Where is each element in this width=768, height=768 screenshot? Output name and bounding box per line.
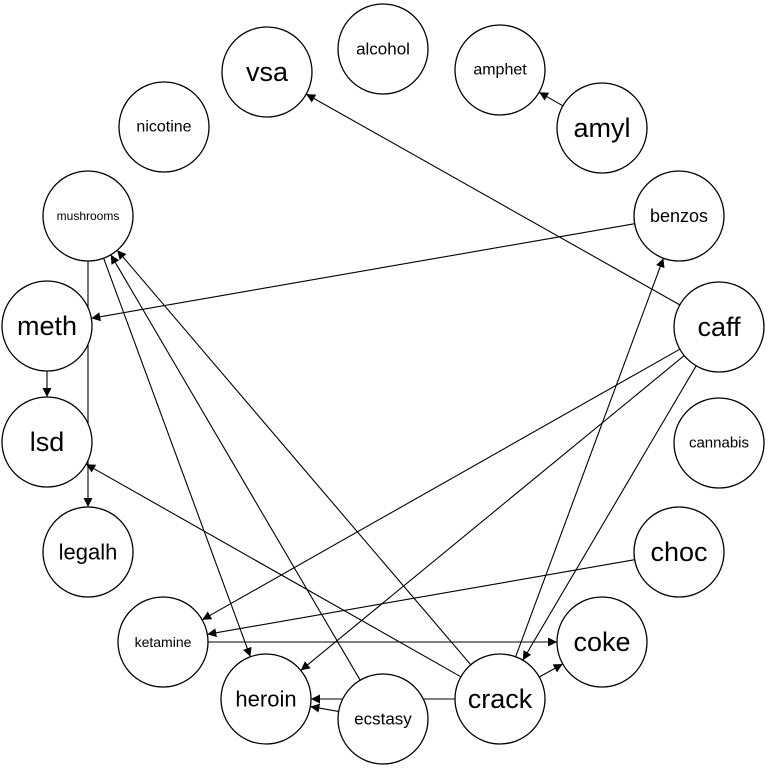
node-label-crack: crack [468,684,533,714]
node-circle-lsd [1,396,93,488]
node-circle-choc [633,506,725,598]
node-label-choc: choc [650,537,707,567]
edge-mushrooms-to-heroin [103,258,252,657]
node-label-mushrooms: mushrooms [57,209,120,223]
node-benzos: benzos [633,170,725,262]
node-lsd: lsd [1,396,93,488]
node-circle-ecstasy [337,673,429,765]
node-ecstasy: ecstasy [337,673,429,765]
node-amyl: amyl [556,82,648,174]
node-circle-legalh [42,506,134,598]
edge-ecstasy-to-heroin [310,703,339,713]
edge-caff-to-ketamine [201,348,681,621]
node-label-coke: coke [573,627,630,657]
edge-crack-to-coke [539,663,563,678]
node-label-meth: meth [17,311,77,341]
edge-ecstasy-to-mushrooms [110,254,361,681]
node-label-ecstasy: ecstasy [354,710,412,729]
node-label-alcohol: alcohol [356,40,410,59]
node-mushrooms: mushrooms [42,170,134,262]
node-circle-cannabis [673,397,765,489]
node-label-legalh: legalh [59,540,118,565]
node-circle-vsa [221,26,313,118]
node-ketamine: ketamine [117,596,209,688]
edge-caff-to-heroin [300,355,685,671]
node-circle-alcohol [337,3,429,95]
node-legalh: legalh [42,506,134,598]
node-label-nicotine: nicotine [136,119,191,136]
node-circle-amyl [556,82,648,174]
node-circle-benzos [633,170,725,262]
node-amphet: amphet [454,24,546,116]
nodes-layer: vsa alcohol amphet nicotine amyl mushrooms ben… [1,3,765,765]
node-label-amphet: amphet [473,62,527,79]
edge-crack-to-mushrooms [116,249,472,666]
node-circle-ketamine [117,596,209,688]
node-circle-crack [454,653,546,745]
node-label-benzos: benzos [650,206,708,226]
node-label-cannabis: cannabis [689,435,749,452]
node-label-heroin: heroin [235,687,296,712]
edge-benzos-to-meth [91,223,635,322]
node-cannabis: cannabis [673,397,765,489]
edge-crack-to-benzos [515,258,665,657]
node-nicotine: nicotine [118,81,210,173]
node-circle-meth [1,280,93,372]
node-coke: coke [556,596,648,688]
edge-choc-to-ketamine [207,559,635,638]
node-label-amyl: amyl [573,113,630,143]
node-circle-amphet [454,24,546,116]
node-label-vsa: vsa [246,57,289,87]
node-circle-nicotine [118,81,210,173]
edge-caff-to-vsa [305,93,681,306]
node-crack: crack [454,653,546,745]
node-heroin: heroin [220,653,312,745]
node-label-lsd: lsd [30,427,65,457]
node-circle-heroin [220,653,312,745]
edge-caff-to-crack [522,365,697,661]
node-circle-mushrooms [42,170,134,262]
node-circle-coke [556,596,648,688]
node-caff: caff [673,281,765,373]
edge-amyl-to-amphet [538,91,564,107]
node-choc: choc [633,506,725,598]
node-label-ketamine: ketamine [135,634,192,650]
edge-crack-to-lsd [85,463,462,678]
node-meth: meth [1,280,93,372]
node-vsa: vsa [221,26,313,118]
node-label-caff: caff [697,312,741,342]
node-alcohol: alcohol [337,3,429,95]
node-circle-caff [673,281,765,373]
